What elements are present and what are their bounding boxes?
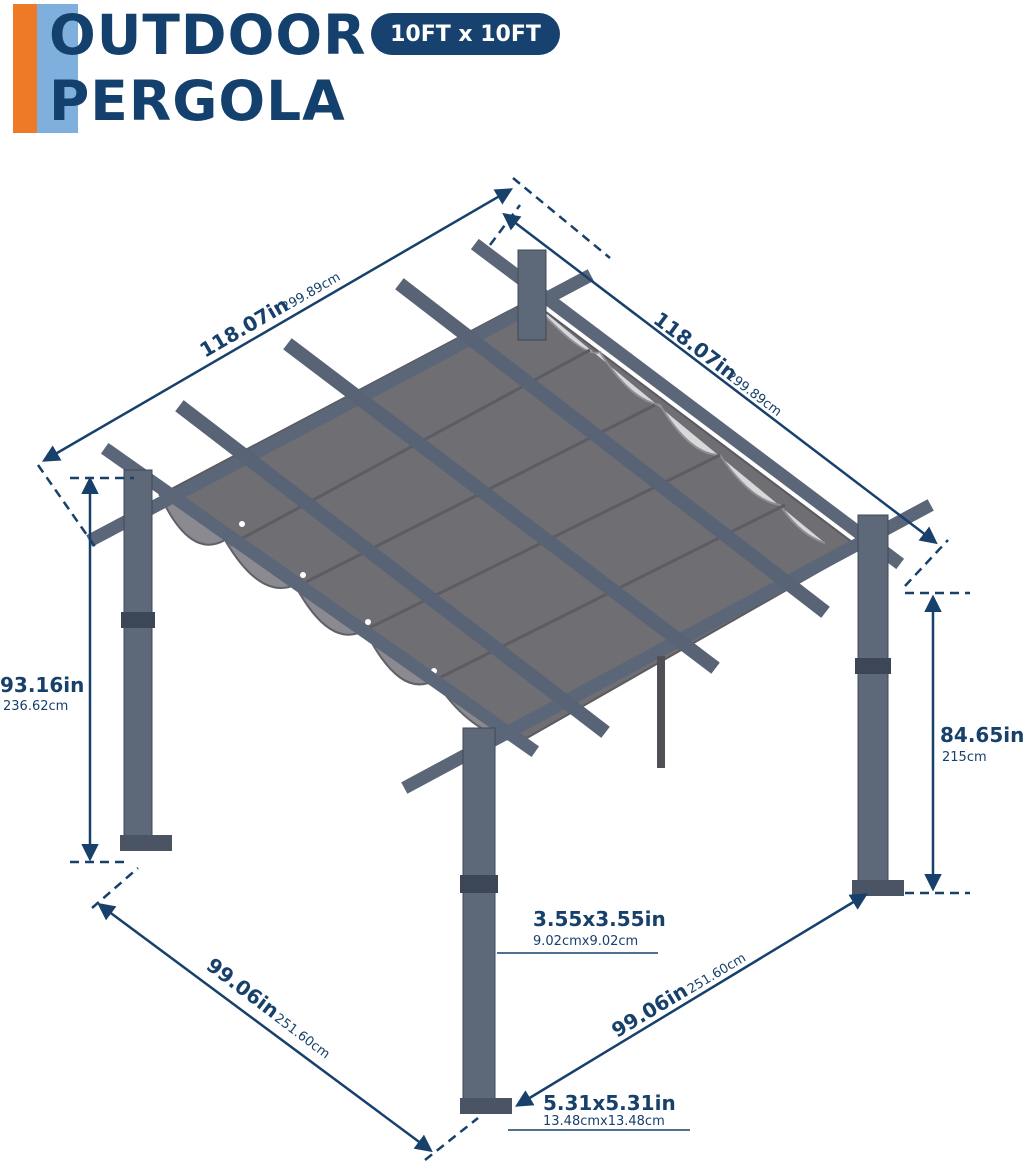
right-height-cm: 215cm [942, 750, 987, 765]
base-size-inch: 5.31x5.31in [543, 1091, 676, 1115]
bottom-right-length-cm: 251.60cm [685, 951, 749, 997]
post-front-center [460, 727, 512, 1114]
base-size-cm: 13.48cmx13.48cm [543, 1114, 665, 1129]
label-right-height: 84.65in 215cm [940, 723, 1024, 765]
dimension-extension-lines [36, 177, 970, 1161]
left-height-inch: 93.16in [0, 673, 84, 697]
dimension-lines [41, 188, 942, 1153]
post-front-right [852, 514, 904, 896]
label-left-height: 93.16in 236.62cm [0, 673, 84, 714]
label-bottom-left-length: 99.06in 251.60cm [202, 953, 332, 1062]
label-post-size: 3.55x3.55in 9.02cmx9.02cm [533, 907, 666, 949]
post-back-center [517, 249, 547, 341]
title-accent-blue [37, 4, 78, 133]
post-size-inch: 3.55x3.55in [533, 907, 666, 931]
post-back-left [120, 469, 172, 851]
right-height-inch: 84.65in [940, 723, 1024, 747]
left-height-cm: 236.62cm [3, 699, 68, 714]
canopy-strap [657, 656, 665, 768]
post-size-cm: 9.02cmx9.02cm [533, 934, 638, 949]
top-left-length-inch: 118.07in [196, 292, 293, 362]
bottom-right-length-inch: 99.06in [607, 978, 692, 1042]
label-bottom-right-length: 99.06in 251.60cm [607, 951, 749, 1043]
title-accent-orange [13, 4, 37, 133]
size-badge: 10FT x 10FT [371, 13, 560, 55]
label-top-left-length: 118.07in 299.89cm [196, 270, 344, 363]
label-top-right-length: 118.07in 299.89cm [649, 307, 784, 420]
title-pergola: PERGOLA [49, 69, 346, 133]
top-right-length-cm: 299.89cm [723, 369, 784, 420]
label-base-size: 5.31x5.31in 13.48cmx13.48cm [543, 1091, 676, 1129]
title-outdoor: OUTDOOR [49, 3, 367, 67]
